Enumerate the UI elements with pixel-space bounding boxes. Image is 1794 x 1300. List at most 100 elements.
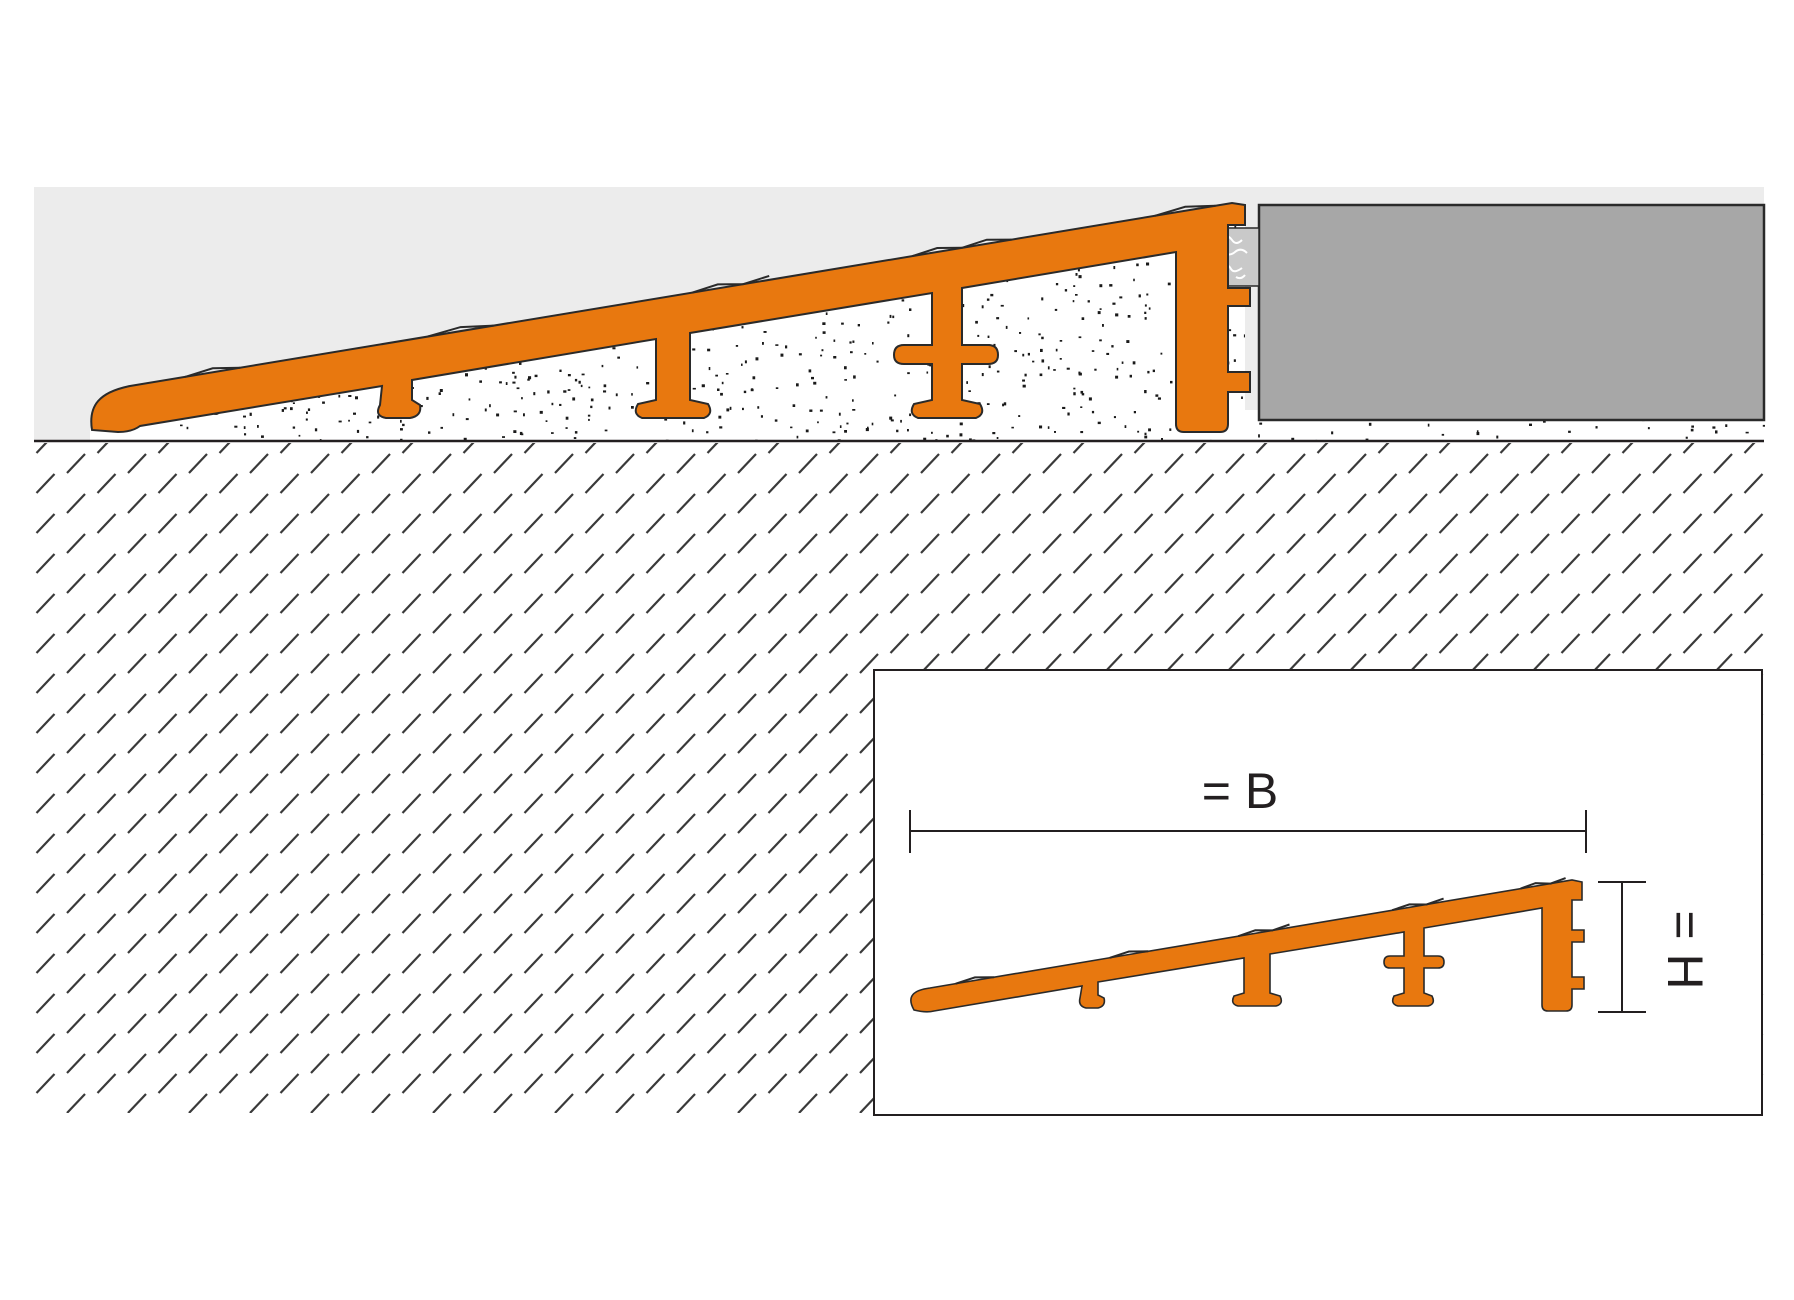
adhesive-dot xyxy=(825,312,828,315)
adhesive-dot xyxy=(901,299,905,302)
adhesive-dot xyxy=(892,315,895,319)
adhesive-dot xyxy=(996,437,999,439)
adhesive-dot xyxy=(1647,427,1650,430)
adhesive-dot xyxy=(825,396,828,399)
adhesive-dot xyxy=(563,390,567,393)
adhesive-dot xyxy=(1116,367,1119,371)
adhesive-dot xyxy=(808,369,812,373)
adhesive-dot xyxy=(527,378,530,381)
adhesive-dot xyxy=(516,387,520,390)
adhesive-dot xyxy=(1691,425,1694,428)
adhesive-dot xyxy=(1041,359,1045,363)
adhesive-dot xyxy=(986,298,990,301)
adhesive-dot xyxy=(996,317,1000,320)
adhesive-dot xyxy=(720,392,723,396)
adhesive-dot xyxy=(1014,350,1017,353)
adhesive-dot xyxy=(1115,313,1119,317)
adhesive-dot xyxy=(907,334,910,338)
adhesive-dot xyxy=(581,373,585,376)
adhesive-dot xyxy=(706,431,709,434)
adhesive-dot xyxy=(744,360,747,364)
adhesive-dot xyxy=(852,409,856,411)
adhesive-dot xyxy=(864,353,867,355)
adhesive-dot xyxy=(338,420,342,423)
adhesive-dot xyxy=(867,426,869,429)
adhesive-dot xyxy=(1080,390,1084,394)
adhesive-dot xyxy=(292,402,295,404)
adhesive-dot xyxy=(1075,294,1078,296)
adhesive-dot xyxy=(400,438,403,440)
adhesive-dot xyxy=(499,381,502,384)
tread-ridge xyxy=(691,274,770,294)
adhesive-dot xyxy=(1088,397,1092,401)
adhesive-dot xyxy=(852,340,855,343)
adhesive-dot xyxy=(969,438,972,440)
adhesive-dot xyxy=(1039,425,1043,429)
adhesive-dot xyxy=(775,344,779,346)
adhesive-dot xyxy=(822,322,826,325)
adhesive-dot xyxy=(996,370,1000,373)
adhesive-dot xyxy=(567,389,571,391)
adhesive-dot xyxy=(692,348,696,351)
adhesive-dot xyxy=(1024,373,1027,377)
adhesive-dot xyxy=(353,412,356,415)
adhesive-dot xyxy=(1476,432,1480,436)
adhesive-dot xyxy=(1137,430,1140,433)
adhesive-dot xyxy=(819,409,823,412)
adhesive-dot xyxy=(1022,353,1025,357)
adhesive-dot xyxy=(1038,333,1041,336)
adhesive-dot xyxy=(356,429,360,433)
adhesive-dot xyxy=(465,418,469,421)
adhesive-dot xyxy=(528,376,532,380)
adhesive-dot xyxy=(587,414,591,417)
tread-ridge xyxy=(1391,897,1444,912)
adhesive-dot xyxy=(966,381,968,384)
adhesive-dot xyxy=(440,426,443,429)
adhesive-dot xyxy=(1022,379,1025,382)
adhesive-dot xyxy=(1167,282,1171,286)
adhesive-dot xyxy=(608,406,611,410)
adhesive-dot xyxy=(1072,300,1075,303)
adhesive-dot xyxy=(1160,352,1163,355)
adhesive-dot xyxy=(946,434,949,438)
adhesive-dot xyxy=(798,353,802,356)
adhesive-dot xyxy=(990,293,994,297)
adhesive-dot xyxy=(512,371,515,374)
adhesive-dot xyxy=(896,429,899,433)
adhesive-dot xyxy=(496,413,500,417)
adhesive-dot xyxy=(857,324,860,327)
adhesive-dot xyxy=(833,356,837,359)
adhesive-dot xyxy=(821,349,824,352)
adhesive-dot xyxy=(715,374,718,377)
adhesive-dot xyxy=(907,429,909,432)
adhesive-dot xyxy=(1054,431,1056,433)
adhesive-dot xyxy=(601,364,604,368)
adhesive-dot xyxy=(742,407,744,411)
adhesive-dot xyxy=(1133,411,1136,414)
adhesive-dot xyxy=(992,432,996,435)
adhesive-dot xyxy=(452,413,455,417)
adhesive-dot xyxy=(1040,348,1043,352)
adhesive-dot xyxy=(539,410,543,414)
adhesive-dot xyxy=(1002,403,1004,407)
tread-ridge xyxy=(955,976,995,985)
adhesive-dot xyxy=(1055,348,1058,352)
adhesive-dot xyxy=(707,348,711,352)
adhesive-dot xyxy=(811,376,814,380)
adhesive-dot xyxy=(1097,421,1101,425)
adhesive-dot xyxy=(243,426,246,429)
adhesive-dot xyxy=(519,362,522,365)
adhesive-dot xyxy=(752,376,756,380)
adhesive-dot xyxy=(683,421,686,425)
adhesive-dot xyxy=(838,412,841,416)
adhesive-dot xyxy=(809,409,813,412)
adhesive-dot xyxy=(636,366,639,369)
adhesive-dot xyxy=(1233,334,1237,337)
adhesive-dot xyxy=(839,425,842,428)
adhesive-dot xyxy=(559,369,562,372)
adhesive-dot xyxy=(691,429,694,433)
adhesive-dot xyxy=(729,406,732,410)
adhesive-dot xyxy=(1109,284,1113,287)
adhesive-dot xyxy=(1113,416,1116,419)
